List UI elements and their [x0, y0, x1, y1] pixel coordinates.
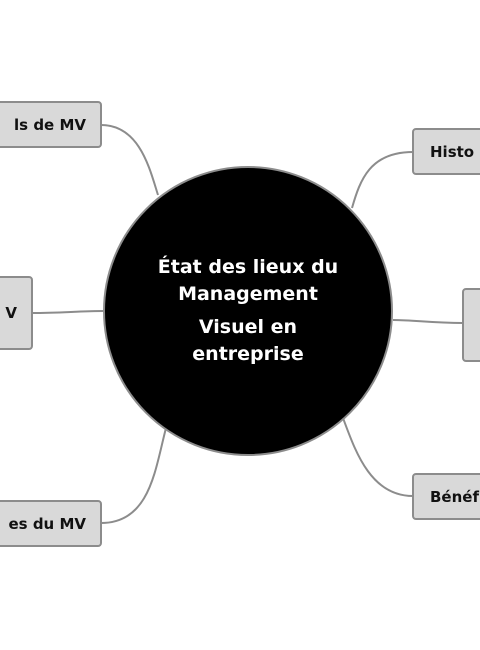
connector-bottom-right [342, 417, 414, 497]
connector-mid-left [31, 310, 105, 314]
branch-label-top-left: ls de MV [14, 115, 86, 134]
central-topic-line-4: entreprise [192, 343, 304, 365]
central-topic[interactable]: État des lieux du Management Visuel en e… [103, 166, 393, 456]
branch-label-bottom-left: es du MV [8, 514, 87, 533]
connector-mid-right [392, 319, 464, 324]
connector-top-right [351, 151, 414, 209]
branch-node-mid-left[interactable]: V [0, 276, 33, 350]
branch-node-mid-right[interactable] [462, 288, 480, 362]
central-topic-line-2: Management [178, 283, 318, 305]
connector-bottom-left [100, 427, 167, 524]
branch-node-top-left[interactable]: ls de MV [0, 101, 102, 148]
branch-node-top-right[interactable]: Histo [412, 128, 480, 175]
connector-top-left [100, 124, 159, 196]
branch-label-mid-left: V [5, 304, 17, 322]
branch-label-bottom-right: Bénéf [430, 487, 479, 506]
central-topic-line-3: Visuel en [198, 316, 298, 338]
branch-label-top-right: Histo [430, 142, 475, 161]
central-topic-line-1: État des lieux du [157, 256, 339, 278]
branch-node-bottom-left[interactable]: es du MV [0, 500, 102, 547]
branch-node-bottom-right[interactable]: Bénéf [412, 473, 480, 520]
